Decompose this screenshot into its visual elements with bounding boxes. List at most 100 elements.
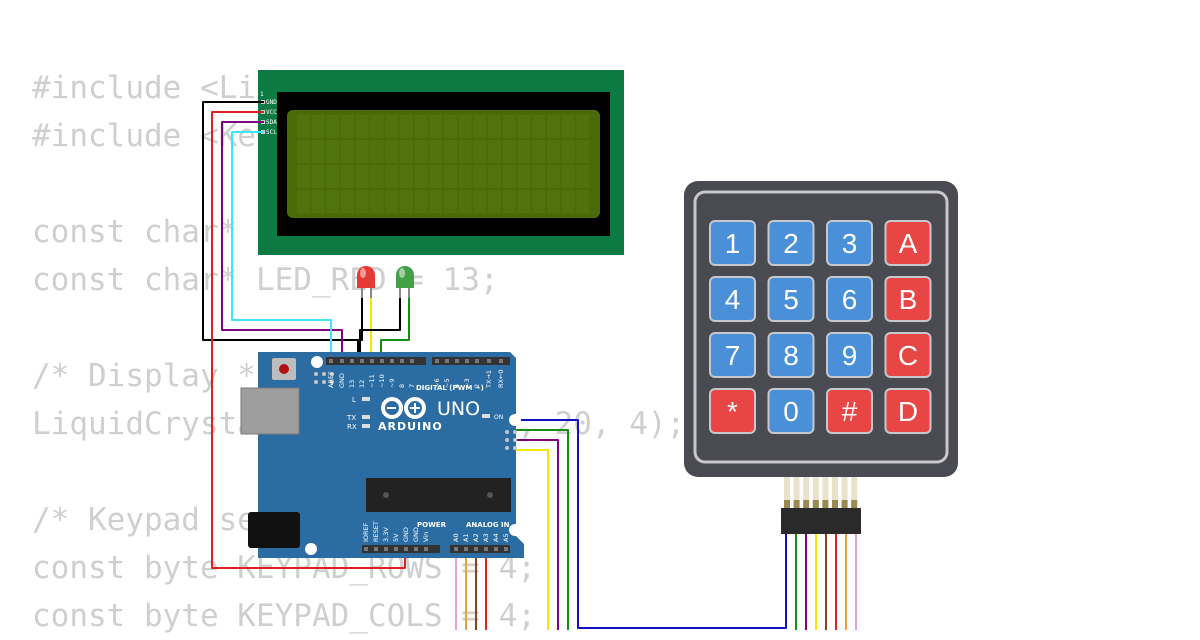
lcd-char-cell (473, 115, 487, 138)
lcd-char-grid (297, 115, 590, 213)
keypad-key-label: 2 (783, 228, 799, 259)
lcd-char-cell (385, 190, 399, 213)
lcd-char-cell (297, 115, 310, 138)
lcd-char-cell (385, 165, 399, 188)
lcd-char-cell (326, 165, 340, 188)
lcd-char-cell (458, 115, 472, 138)
keypad-key-label: * (727, 396, 738, 427)
keypad-key-b[interactable]: B (884, 276, 932, 322)
keypad-key-3[interactable]: 3 (826, 220, 873, 266)
lcd-char-cell (341, 115, 355, 138)
lcd-char-cell (311, 115, 325, 138)
keypad-key-5[interactable]: 5 (767, 276, 815, 322)
keypad-key-hash[interactable]: # (826, 388, 873, 434)
led-green[interactable] (396, 266, 414, 298)
keypad-key-star[interactable]: * (709, 388, 756, 434)
keypad-key-label: # (842, 396, 858, 427)
lcd-pin-label: GND (266, 99, 277, 106)
lcd-char-cell (517, 140, 531, 163)
mount-hole (509, 414, 521, 426)
lcd-char-cell (546, 165, 560, 188)
keypad-key-8[interactable]: 8 (767, 332, 815, 378)
code-line: const char* LED_RED = 13; (32, 262, 499, 298)
lcd-char-cell (532, 190, 546, 213)
keypad-key-label: 5 (783, 284, 799, 315)
lcd-char-cell (341, 140, 355, 163)
led-red-body (357, 266, 375, 288)
digital-pin-label: 4 (453, 384, 461, 388)
analog-pin-label: A1 (462, 533, 470, 542)
digital-pin-label: GND (338, 373, 346, 388)
keypad-key-7[interactable]: 7 (709, 332, 756, 378)
digital-pin-label: 7 (408, 384, 416, 388)
digital-pin-label: 2 (473, 384, 481, 388)
wire-lcd-scl (231, 131, 332, 360)
wire-led-green-anode (380, 296, 410, 360)
lcd-char-cell (458, 165, 472, 188)
arduino-model: UNO (437, 398, 480, 420)
mount-hole (305, 543, 317, 555)
keypad-key-1[interactable]: 1 (709, 220, 756, 266)
lcd-char-cell (532, 115, 546, 138)
keypad-key-label: 9 (842, 340, 858, 371)
lcd-char-cell (370, 115, 384, 138)
keypad-key-a[interactable]: A (884, 220, 932, 266)
wire-lcd-sda (221, 121, 343, 360)
keypad-key-c[interactable]: C (884, 332, 932, 378)
lcd-char-cell (473, 190, 487, 213)
keypad-key-6[interactable]: 6 (826, 276, 873, 322)
lcd-char-cell (414, 190, 428, 213)
lcd-pin-first-label: 1 (260, 91, 264, 98)
lcd-char-cell (414, 115, 428, 138)
code-line: const byte KEYPAD_COLS = 4; (32, 598, 536, 634)
atmega-chip (366, 478, 511, 512)
lcd-char-cell (355, 165, 369, 188)
lcd-char-cell (546, 140, 560, 163)
digital-pin-label: ~11 (368, 374, 376, 388)
power-pin-label: 5V (392, 533, 400, 542)
lcd-char-cell (326, 115, 340, 138)
lcd-char-cell (488, 140, 502, 163)
lcd-char-cell (370, 140, 384, 163)
keypad-key-d[interactable]: D (884, 388, 932, 434)
lcd-char-cell (444, 165, 457, 188)
power-pin-label: GND (412, 527, 420, 542)
analog-pin-label: A2 (472, 533, 480, 542)
lcd-char-cell (561, 140, 575, 163)
lcd-char-cell (429, 190, 443, 213)
lcd-char-cell (488, 115, 502, 138)
analog-header (450, 545, 510, 553)
keypad-key-4[interactable]: 4 (709, 276, 756, 322)
keypad-key-9[interactable]: 9 (826, 332, 873, 378)
led-red[interactable] (357, 266, 375, 298)
lcd-char-cell (488, 190, 502, 213)
lcd-pin-label: SCL (266, 129, 277, 136)
lcd-char-cell (385, 115, 399, 138)
keypad-ribbon (784, 477, 858, 508)
keypad-key-label: 6 (842, 284, 858, 315)
lcd-char-cell (473, 140, 487, 163)
lcd-char-cell (429, 115, 443, 138)
lcd-char-cell (517, 190, 531, 213)
power-pin-label: GND (402, 527, 410, 542)
keypad-key-2[interactable]: 2 (767, 220, 815, 266)
keypad-key-0[interactable]: 0 (767, 388, 815, 434)
lcd-char-cell (576, 165, 590, 188)
lcd-char-cell (429, 140, 443, 163)
lcd-char-cell (576, 115, 590, 138)
digital-header-left (326, 357, 426, 365)
lcd-char-cell (399, 115, 413, 138)
lcd-char-cell (414, 140, 428, 163)
lcd-char-cell (576, 190, 590, 213)
lcd-char-cell (341, 165, 355, 188)
keypad-key-label: 4 (725, 284, 741, 315)
analog-pin-label: A0 (452, 533, 460, 542)
keypad-key-label: 0 (783, 396, 799, 427)
power-header (362, 545, 440, 553)
keypad-inner-border (693, 190, 949, 464)
